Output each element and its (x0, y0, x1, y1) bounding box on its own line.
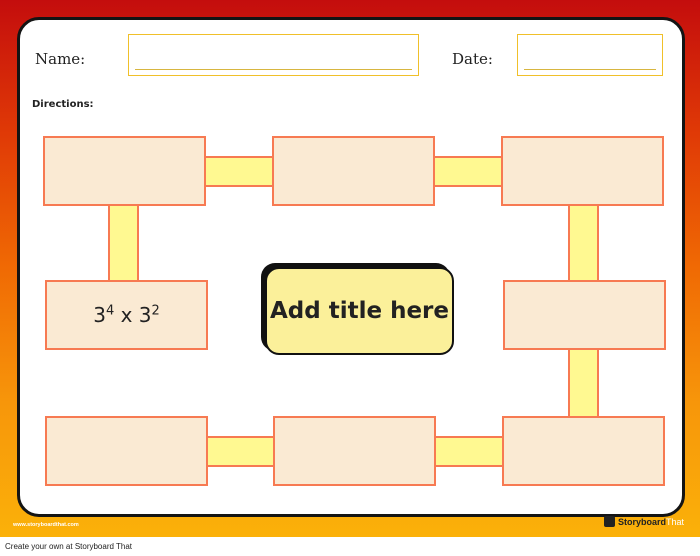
date-field[interactable] (517, 34, 663, 76)
box-middle-left[interactable]: 34 x 32 (45, 280, 208, 350)
box-bottom-left[interactable] (45, 416, 208, 486)
exponent-1: 4 (105, 303, 115, 319)
title-text: Add title here (269, 298, 449, 324)
base-1: 3 (93, 303, 106, 327)
box-top-right[interactable] (501, 136, 664, 206)
storyboard-logo-icon (604, 516, 615, 527)
box-top-left[interactable] (43, 136, 206, 206)
box-top-middle[interactable] (272, 136, 435, 206)
connector-right-upper (568, 203, 599, 282)
brand-name: StoryboardThat (618, 516, 685, 527)
connector-top-1 (203, 156, 275, 187)
storyboard-brand: StoryboardThat (604, 516, 684, 527)
connector-top-2 (431, 156, 504, 187)
name-label: Name: (35, 50, 86, 68)
directions-label: Directions: (32, 99, 94, 110)
date-label: Date: (452, 50, 493, 68)
credit-text: Create your own at Storyboard That (5, 542, 133, 551)
exponent-expression: 34 x 32 (93, 303, 160, 327)
website-url: www.storyboardthat.com (13, 522, 79, 528)
date-underline (524, 69, 656, 70)
connector-right-lower (568, 347, 599, 418)
box-bottom-middle[interactable] (273, 416, 436, 486)
operator: x (120, 303, 133, 327)
name-field[interactable] (128, 34, 419, 76)
title-box[interactable]: Add title here (265, 267, 454, 355)
name-underline (135, 69, 412, 70)
poster-background: Name: Date: Directions: 34 x 32 Add titl… (0, 0, 700, 537)
base-2: 3 (138, 303, 152, 327)
connector-bottom-2 (432, 436, 505, 467)
box-middle-right[interactable] (503, 280, 666, 350)
box-bottom-right[interactable] (502, 416, 665, 486)
exponent-2: 2 (151, 303, 160, 319)
connector-bottom-1 (204, 436, 276, 467)
connector-left (108, 203, 139, 282)
